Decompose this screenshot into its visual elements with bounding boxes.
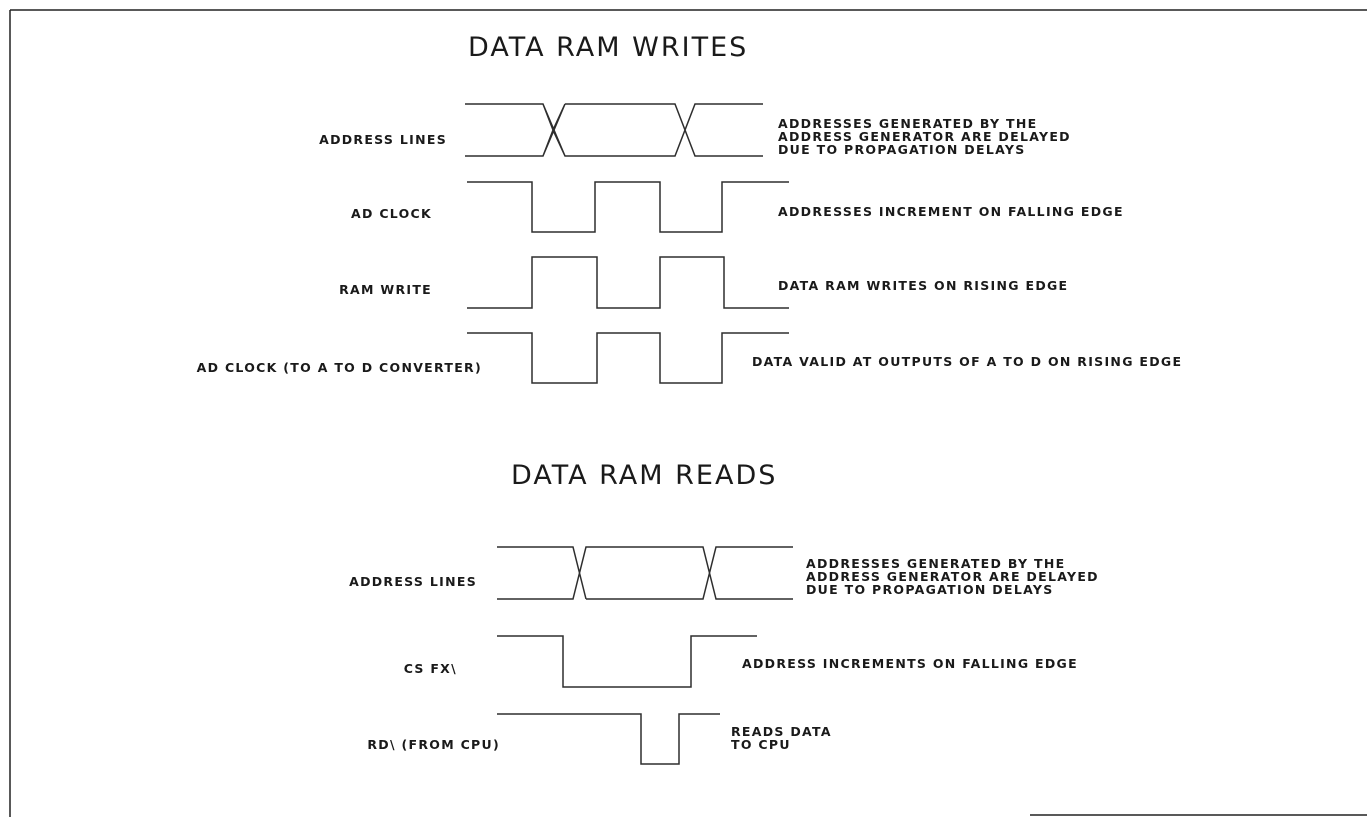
signal-label-address-lines-reads: ADDRESS LINES xyxy=(349,574,477,589)
signal-label-ad-clock: AD CLOCK xyxy=(351,206,432,221)
waveform-rd-from-cpu xyxy=(497,713,720,765)
signal-label-rd-from-cpu: RD\ (FROM CPU) xyxy=(367,737,500,752)
note-rd-from-cpu-1: READS DATA xyxy=(731,724,832,739)
note-address-lines-2: ADDRESS GENERATOR ARE DELAYED xyxy=(778,129,1071,144)
signal-label-cs-fx: CS FX\ xyxy=(404,661,457,676)
waveform-ram-write xyxy=(467,256,789,309)
note-address-lines-reads-1: ADDRESSES GENERATED BY THE xyxy=(806,556,1065,571)
waveform-address-lines xyxy=(465,103,763,157)
note-address-lines-1: ADDRESSES GENERATED BY THE xyxy=(778,116,1037,131)
section-title-reads: DATA RAM READS xyxy=(511,460,777,491)
signal-label-ad-clock-converter: AD CLOCK (TO A TO D CONVERTER) xyxy=(197,360,482,375)
note-rd-from-cpu-2: TO CPU xyxy=(731,737,791,752)
note-address-lines-reads-3: DUE TO PROPAGATION DELAYS xyxy=(806,582,1054,597)
note-ad-clock: ADDRESSES INCREMENT ON FALLING EDGE xyxy=(778,204,1124,219)
note-ad-clock-converter: DATA VALID AT OUTPUTS OF A TO D ON RISIN… xyxy=(752,354,1182,369)
note-ram-write: DATA RAM WRITES ON RISING EDGE xyxy=(778,278,1068,293)
note-cs-fx: ADDRESS INCREMENTS ON FALLING EDGE xyxy=(742,656,1078,671)
diagram-frame xyxy=(9,9,1367,817)
note-address-lines-3: DUE TO PROPAGATION DELAYS xyxy=(778,142,1026,157)
section-title-writes: DATA RAM WRITES xyxy=(468,32,748,63)
signal-label-address-lines: ADDRESS LINES xyxy=(319,132,447,147)
signal-label-ram-write: RAM WRITE xyxy=(339,282,432,297)
waveform-ad-clock-converter xyxy=(467,332,789,384)
waveform-ad-clock xyxy=(467,181,789,233)
note-address-lines-reads-2: ADDRESS GENERATOR ARE DELAYED xyxy=(806,569,1099,584)
waveform-cs-fx xyxy=(497,635,757,688)
waveform-address-lines-reads xyxy=(497,546,793,600)
